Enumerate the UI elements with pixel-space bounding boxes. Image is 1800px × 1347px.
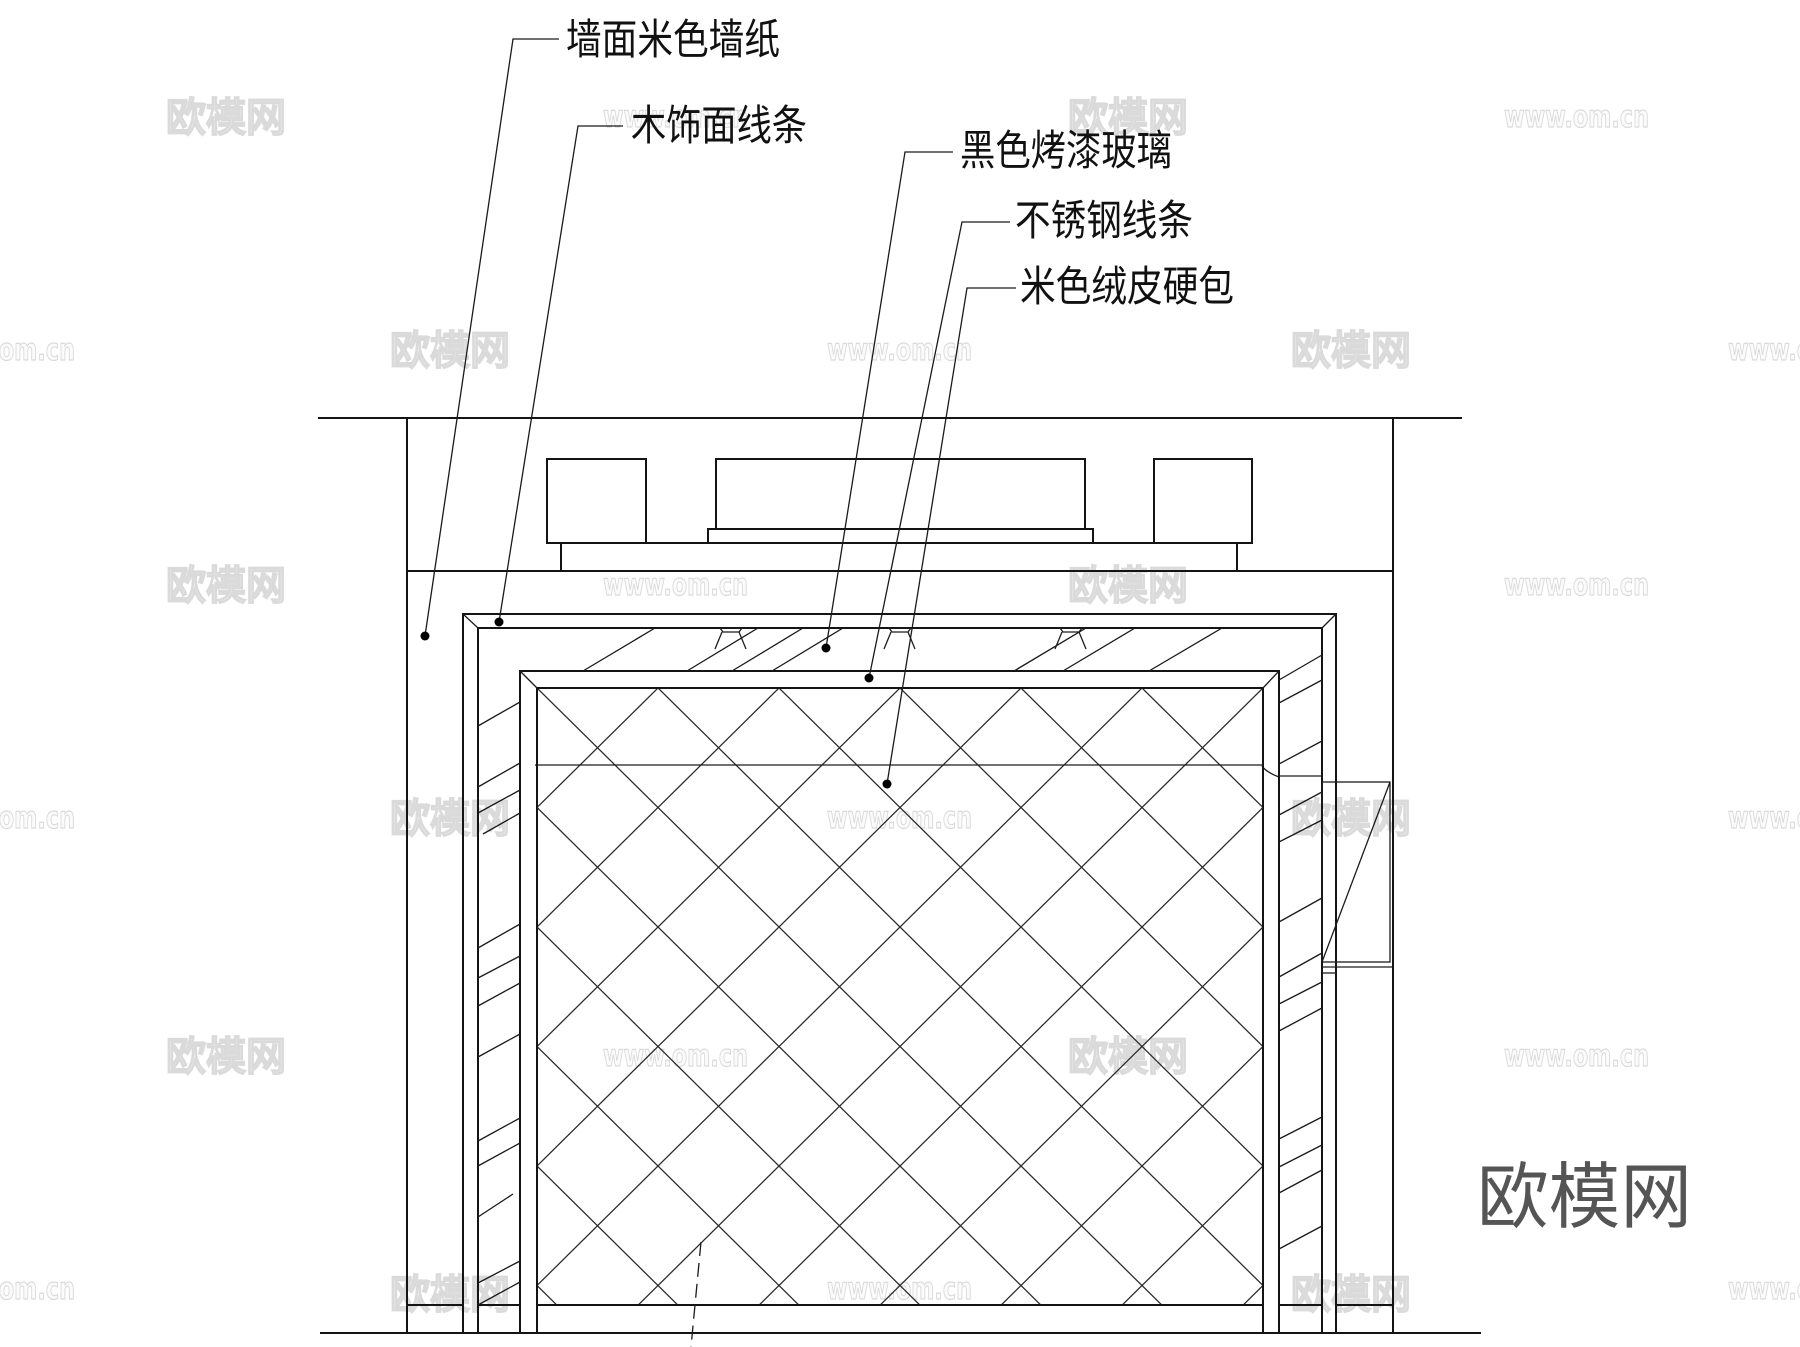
callout-dot	[882, 779, 892, 789]
watermark-url: www.om.cn	[1504, 100, 1649, 135]
bulkhead-block	[560, 542, 1238, 572]
section-cut-line	[690, 1241, 702, 1347]
watermark-url: www.om.cn	[1728, 801, 1800, 836]
watermark-logo: 欧模网	[390, 328, 510, 374]
callout-label: 不锈钢线条	[1015, 196, 1193, 245]
watermark-logo: 欧模网	[1291, 1272, 1411, 1318]
ac-unit-center	[715, 458, 1086, 530]
side-cabinet	[1321, 781, 1393, 974]
callout-label: 木饰面线条	[631, 101, 807, 150]
watermark-logo: 欧模网	[1068, 95, 1188, 141]
stainless-steel-frame	[519, 670, 1280, 1334]
watermark-logo: 欧模网	[1291, 796, 1411, 842]
watermark-logo: 欧模网	[166, 95, 286, 141]
callout-label: 黑色烤漆玻璃	[960, 126, 1172, 175]
watermark-url: www.om.cn	[1728, 333, 1800, 368]
watermark-url: www.om.cn	[827, 333, 972, 368]
watermark-url: www.om.cn	[603, 568, 748, 603]
callout-dot	[420, 631, 430, 641]
callout-dot	[494, 617, 504, 627]
watermark-url: www.om.cn	[0, 333, 75, 368]
ac-unit-right	[1153, 458, 1253, 544]
watermark-logo: 欧模网	[1068, 563, 1188, 609]
callout-label: 墙面米色墙纸	[566, 15, 780, 64]
callout-dot	[864, 673, 874, 683]
watermark-logo: 欧模网	[166, 563, 286, 609]
callout-wood-trim: 木饰面线条	[494, 101, 807, 627]
room-structure	[318, 417, 1481, 1334]
watermark-url: www.om.cn	[1504, 1039, 1649, 1074]
downlight	[714, 627, 747, 650]
callout-wall-wallpaper: 墙面米色墙纸	[420, 15, 780, 641]
downlight	[883, 627, 916, 650]
callout-black-glass: 黑色烤漆玻璃	[821, 126, 1172, 653]
ceiling-equipment	[546, 458, 1253, 572]
watermark-big-logo: 欧模网	[1477, 1155, 1692, 1239]
diamond-upholstered-panel	[535, 688, 1322, 1305]
watermark-url: www.om.cn	[1504, 568, 1649, 603]
ac-unit-left	[546, 458, 647, 544]
callout-dot	[821, 643, 831, 653]
watermark-logo: 欧模网	[1291, 328, 1411, 374]
watermark-logo: 欧模网	[390, 1272, 510, 1318]
watermark-logo: 欧模网	[390, 796, 510, 842]
downlight	[1054, 627, 1087, 650]
watermark-url: www.om.cn	[0, 1272, 75, 1307]
black-glass-hatch	[477, 627, 1323, 1306]
callout-beige-panel: 米色绒皮硬包	[882, 262, 1234, 789]
ac-unit-center-base	[707, 528, 1094, 544]
panel-divider-chamfer	[1261, 765, 1280, 778]
watermark-logo: 欧模网	[166, 1034, 286, 1080]
watermark-url: www.om.cn	[603, 100, 748, 135]
watermark-url: www.om.cn	[0, 801, 75, 836]
callout-stainless-trim: 不锈钢线条	[864, 196, 1193, 683]
callout-label: 米色绒皮硬包	[1020, 262, 1234, 311]
watermark-url: www.om.cn	[1728, 1272, 1800, 1307]
